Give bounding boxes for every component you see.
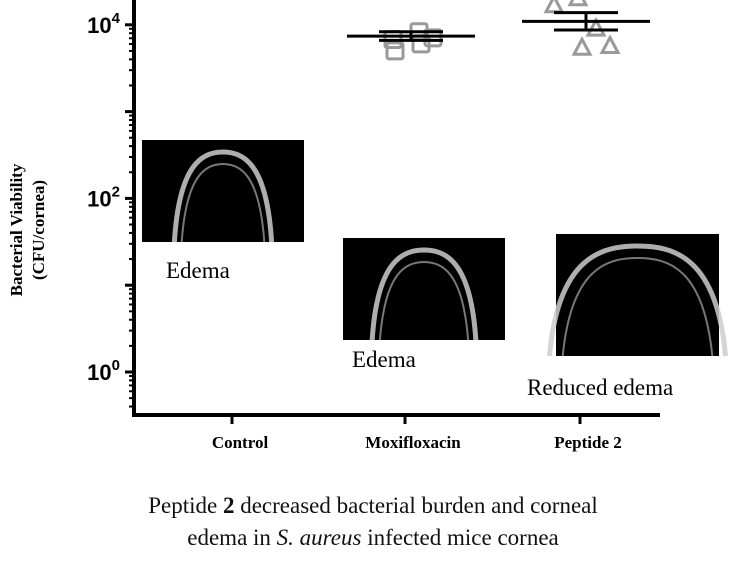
cornea-arc (546, 243, 729, 357)
annotation-control: Edema (166, 258, 230, 283)
data-point (585, 16, 607, 37)
oct-insets (142, 140, 729, 357)
y-tick-label: 104 (87, 10, 120, 38)
cornea-inner-arc (180, 162, 266, 243)
data-point (423, 28, 443, 48)
data-point (543, 0, 565, 14)
x-tick-label: Control (212, 433, 269, 452)
caption-line2b: infected mice cornea (361, 525, 559, 550)
y-tick-label: 102 (87, 183, 120, 211)
caption-italic: S. aureus (276, 525, 362, 550)
cornea-arc (369, 247, 479, 341)
scatter-chart: 100102104106108ControlMoxifloxacinPeptid… (7, 0, 729, 452)
caption-part1: Peptide (148, 493, 223, 518)
annotation-peptide: Reduced edema (527, 375, 673, 400)
oct-image (343, 238, 505, 340)
oct-image (142, 140, 304, 242)
x-tick-label: Peptide 2 (554, 433, 622, 452)
data-marks (347, 0, 650, 61)
data-point (571, 36, 593, 56)
cornea-inner-arc (561, 256, 714, 357)
figure-caption: Peptide 2 decreased bacterial burden and… (0, 490, 746, 554)
cornea-arc (171, 149, 275, 243)
y-axis-unit: (CFU/cornea) (29, 180, 48, 280)
caption-bold: 2 (222, 493, 235, 518)
x-tick-label: Moxifloxacin (365, 433, 461, 452)
data-point (567, 0, 589, 7)
y-tick-label: 100 (87, 357, 120, 385)
data-point (599, 34, 621, 54)
cornea-inner-arc (378, 260, 470, 341)
data-point (385, 41, 405, 61)
oct-image (556, 234, 719, 356)
axes: 100102104106108ControlMoxifloxacinPeptid… (87, 0, 660, 452)
caption-part2: decreased bacterial burden and corneal (234, 493, 598, 518)
annotation-moxifloxacin: Edema (352, 347, 416, 372)
y-axis-label: Bacterial Viability (7, 163, 26, 296)
caption-line2a: edema in (187, 525, 277, 550)
